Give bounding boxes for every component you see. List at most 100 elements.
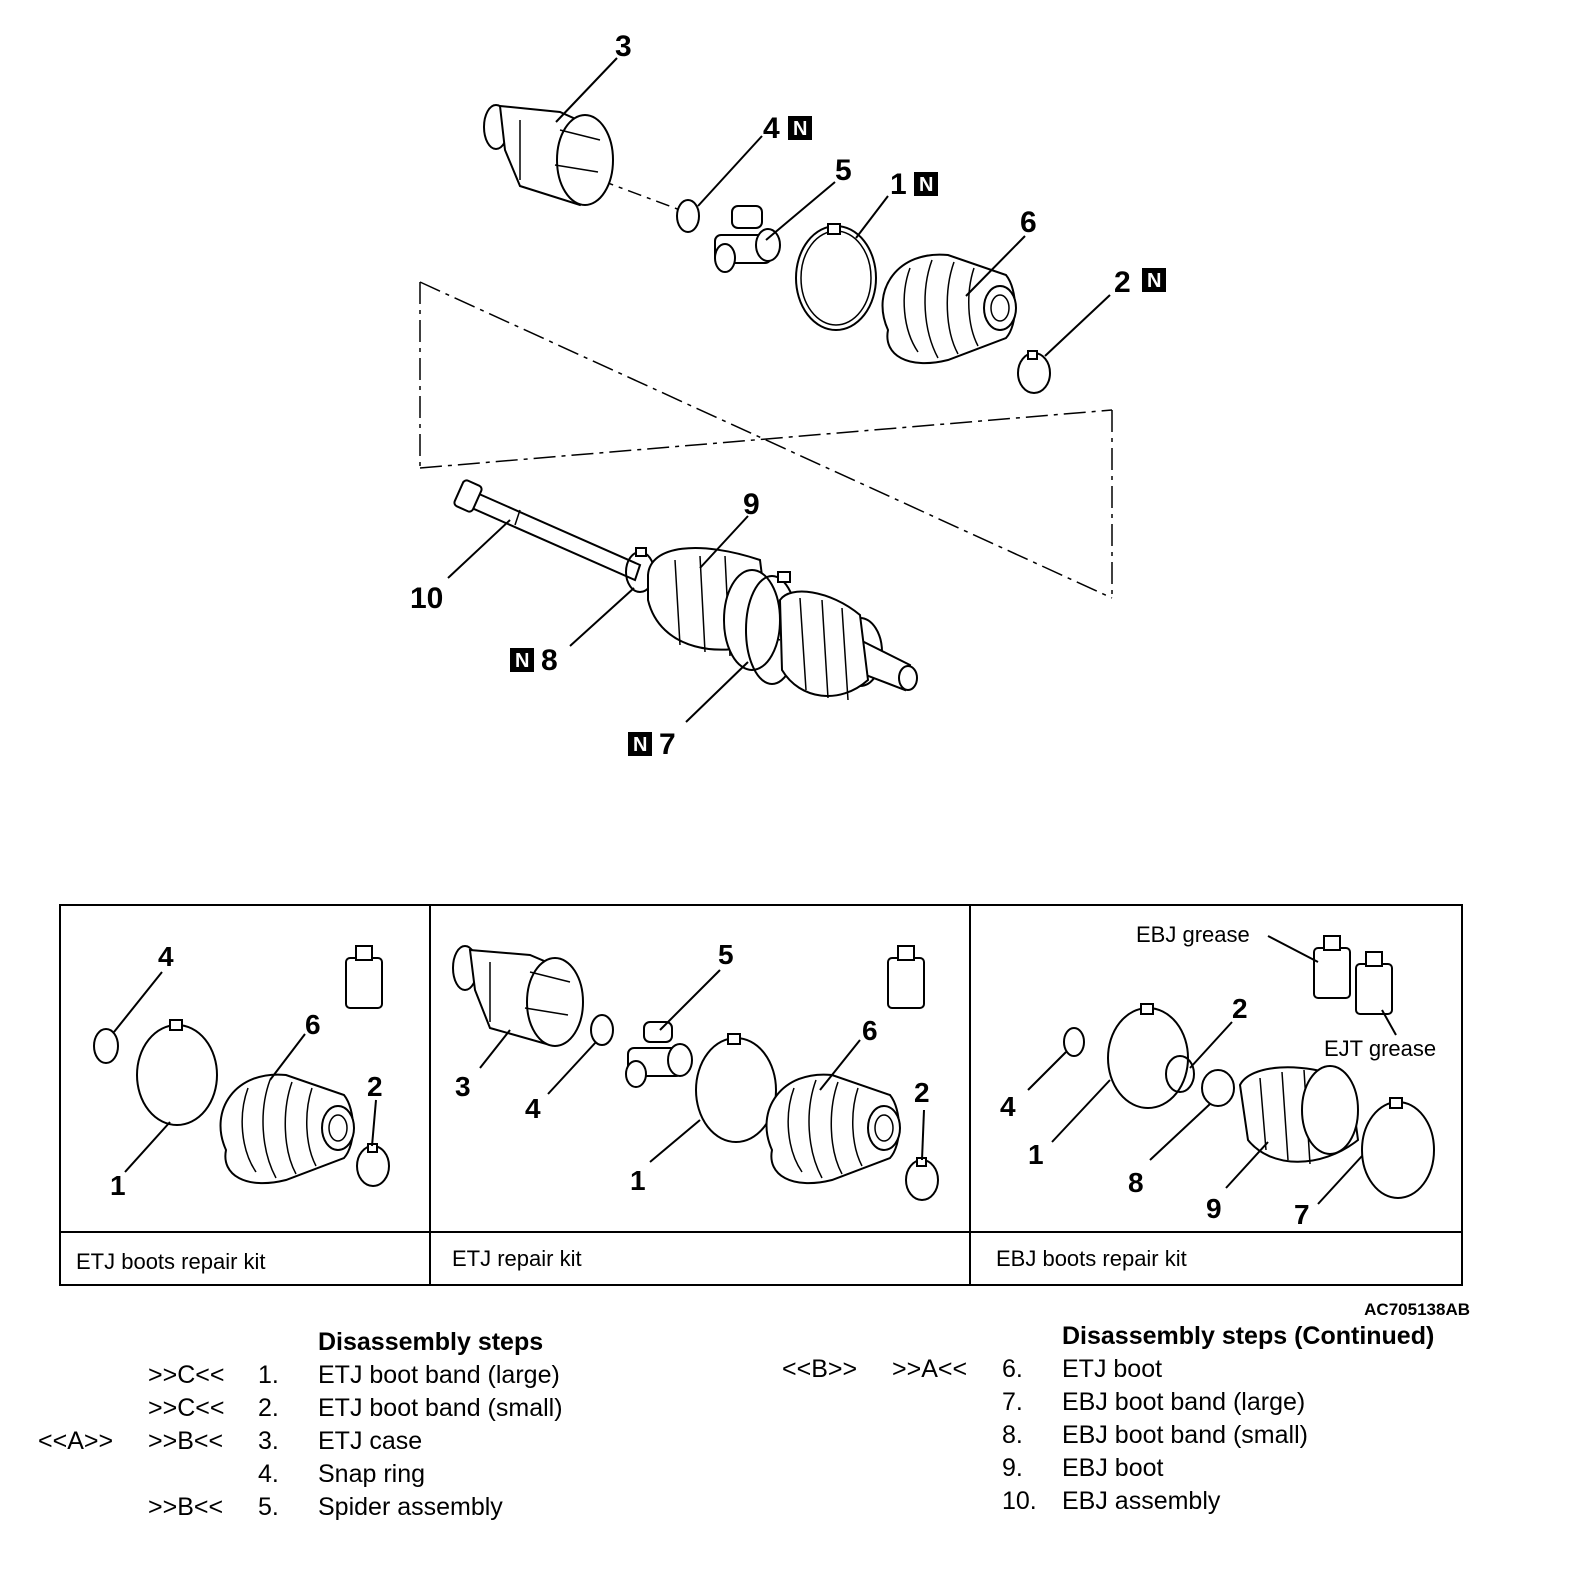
leader-lines xyxy=(447,57,1111,723)
kit2-boot xyxy=(765,1073,901,1185)
kit2-snap-ring xyxy=(590,1014,614,1046)
ebj-outer-boot xyxy=(778,590,870,701)
step-text: Spider assembly xyxy=(318,1493,503,1521)
step-mark2: >>C<< xyxy=(148,1361,225,1389)
kit2-boot-band-small xyxy=(905,1157,939,1201)
kit3-ejt-grease-label: EJT grease xyxy=(1324,1036,1436,1061)
step-row: 9. EBJ boot xyxy=(780,1452,1570,1485)
kit1-label: ETJ boots repair kit xyxy=(76,1249,266,1274)
step-number: 4. xyxy=(258,1460,279,1488)
kit3-callout-8: 8 xyxy=(1128,1167,1144,1198)
callout-10: 10 xyxy=(410,582,443,615)
step-row: >>C<< 1. ETJ boot band (large) xyxy=(0,1359,780,1392)
etj-boot-band-large-part xyxy=(795,223,877,331)
step-number: 9. xyxy=(1002,1454,1023,1482)
new-part-mark-2: N xyxy=(1147,270,1161,292)
repair-kit-table: 4 6 2 1 ETJ boots repair kit xyxy=(59,904,1463,1286)
steps-right-heading: Disassembly steps (Continued) xyxy=(1062,1322,1435,1350)
kit3-boot-band-small-2 xyxy=(1165,1055,1195,1093)
etj-boot-band-small-part xyxy=(1017,350,1051,394)
step-mark2: >>A<< xyxy=(892,1355,968,1383)
ebj-boot-part xyxy=(647,547,781,671)
kit-etj: 5 6 3 4 2 1 ETJ repair kit xyxy=(452,939,939,1271)
step-mark1: <<B>> xyxy=(782,1355,858,1383)
kit3-ebj-grease-bottle xyxy=(1313,935,1351,999)
step-row: 10. EBJ assembly xyxy=(780,1485,1570,1518)
etj-case-part xyxy=(483,104,614,207)
kit2-callout-2: 2 xyxy=(914,1077,930,1108)
kit2-boot-band-large xyxy=(695,1033,777,1143)
step-number: 1. xyxy=(258,1361,279,1389)
figure-id: AC705138AB xyxy=(1364,1300,1470,1319)
step-number: 2. xyxy=(258,1394,279,1422)
step-number: 5. xyxy=(258,1493,279,1521)
kit-ebj-boots: EBJ grease EJT grease 2 4 1 8 9 7 EBJ bo… xyxy=(996,922,1436,1271)
step-row: >>C<< 2. ETJ boot band (small) xyxy=(0,1392,780,1425)
step-text: EBJ boot band (large) xyxy=(1062,1388,1306,1416)
kit3-ebj-boot xyxy=(1238,1065,1360,1165)
callout-3: 3 xyxy=(615,30,632,63)
steps-left-heading: Disassembly steps xyxy=(318,1328,544,1356)
new-part-box-8 xyxy=(510,648,534,672)
kit1-callout-4: 4 xyxy=(158,941,174,972)
step-text: ETJ case xyxy=(318,1427,423,1455)
kit2-callout-5: 5 xyxy=(718,939,734,970)
kit3-boot-band-small-8 xyxy=(1201,1069,1235,1107)
kit3-ebj-grease-label: EBJ grease xyxy=(1136,922,1250,947)
disassembly-steps-left: Disassembly steps >>C<< 1. ETJ boot band… xyxy=(0,1326,780,1536)
step-text: EBJ boot xyxy=(1062,1454,1164,1482)
kit2-etj-case xyxy=(452,945,584,1047)
step-row: 7. EBJ boot band (large) xyxy=(780,1386,1570,1419)
kit2-label: ETJ repair kit xyxy=(452,1246,582,1271)
callout-6: 6 xyxy=(1020,206,1037,239)
etj-boot-part xyxy=(881,253,1017,365)
step-number: 6. xyxy=(1002,1355,1023,1383)
kit1-grease-bottle xyxy=(345,945,383,1009)
disassembly-steps-right: Disassembly steps (Continued) <<B>> >>A<… xyxy=(780,1320,1570,1530)
callout-5: 5 xyxy=(835,154,852,187)
step-mark2: >>C<< xyxy=(148,1394,225,1422)
new-part-mark-8: N xyxy=(515,650,529,672)
new-part-mark-1: N xyxy=(919,174,933,196)
callout-7: 7 xyxy=(659,728,676,761)
step-row: <<B>> >>A<< 6. ETJ boot xyxy=(780,1353,1570,1386)
kit1-boot xyxy=(219,1073,355,1185)
kit2-callout-4: 4 xyxy=(525,1093,541,1124)
step-mark1: <<A>> xyxy=(38,1427,114,1455)
step-mark2: >>B<< xyxy=(148,1493,224,1521)
step-row: 4. Snap ring xyxy=(0,1458,780,1491)
kit1-boot-band-small xyxy=(356,1143,390,1187)
step-text: EBJ assembly xyxy=(1062,1487,1221,1515)
step-number: 8. xyxy=(1002,1421,1023,1449)
callout-9: 9 xyxy=(743,488,760,521)
callout-1: 1 xyxy=(890,168,907,201)
new-part-box-7 xyxy=(628,732,652,756)
kit2-spider-assembly xyxy=(625,1021,693,1088)
snap-ring-part xyxy=(676,199,700,233)
new-part-box-2 xyxy=(1142,268,1166,292)
step-text: Snap ring xyxy=(318,1460,426,1488)
kit2-callout-3: 3 xyxy=(455,1071,471,1102)
step-number: 7. xyxy=(1002,1388,1023,1416)
new-part-box-1 xyxy=(914,172,938,196)
kit3-ejt-grease-bottle xyxy=(1355,951,1393,1015)
main-exploded-view: 3 4 N 5 1 N 6 2 N 9 10 N 8 N 7 xyxy=(410,30,1166,761)
kit1-callout-1: 1 xyxy=(110,1170,126,1201)
step-text: EBJ boot band (small) xyxy=(1062,1421,1308,1449)
step-text: ETJ boot band (small) xyxy=(318,1394,563,1422)
kit3-callout-1: 1 xyxy=(1028,1139,1044,1170)
kit2-grease-bottle xyxy=(887,945,925,1009)
step-row: >>B<< 5. Spider assembly xyxy=(0,1491,780,1524)
kit-etj-boots: 4 6 2 1 ETJ boots repair kit xyxy=(76,941,390,1274)
spider-assembly-part xyxy=(714,205,781,273)
step-text: ETJ boot band (large) xyxy=(318,1361,560,1389)
callout-4: 4 xyxy=(763,112,780,145)
step-row: 8. EBJ boot band (small) xyxy=(780,1419,1570,1452)
step-number: 10. xyxy=(1002,1487,1037,1515)
kit3-callout-2: 2 xyxy=(1232,993,1248,1024)
step-number: 3. xyxy=(258,1427,279,1455)
kit3-callout-7: 7 xyxy=(1294,1199,1310,1230)
step-text: ETJ boot xyxy=(1062,1355,1163,1383)
kit2-callout-1: 1 xyxy=(630,1165,646,1196)
